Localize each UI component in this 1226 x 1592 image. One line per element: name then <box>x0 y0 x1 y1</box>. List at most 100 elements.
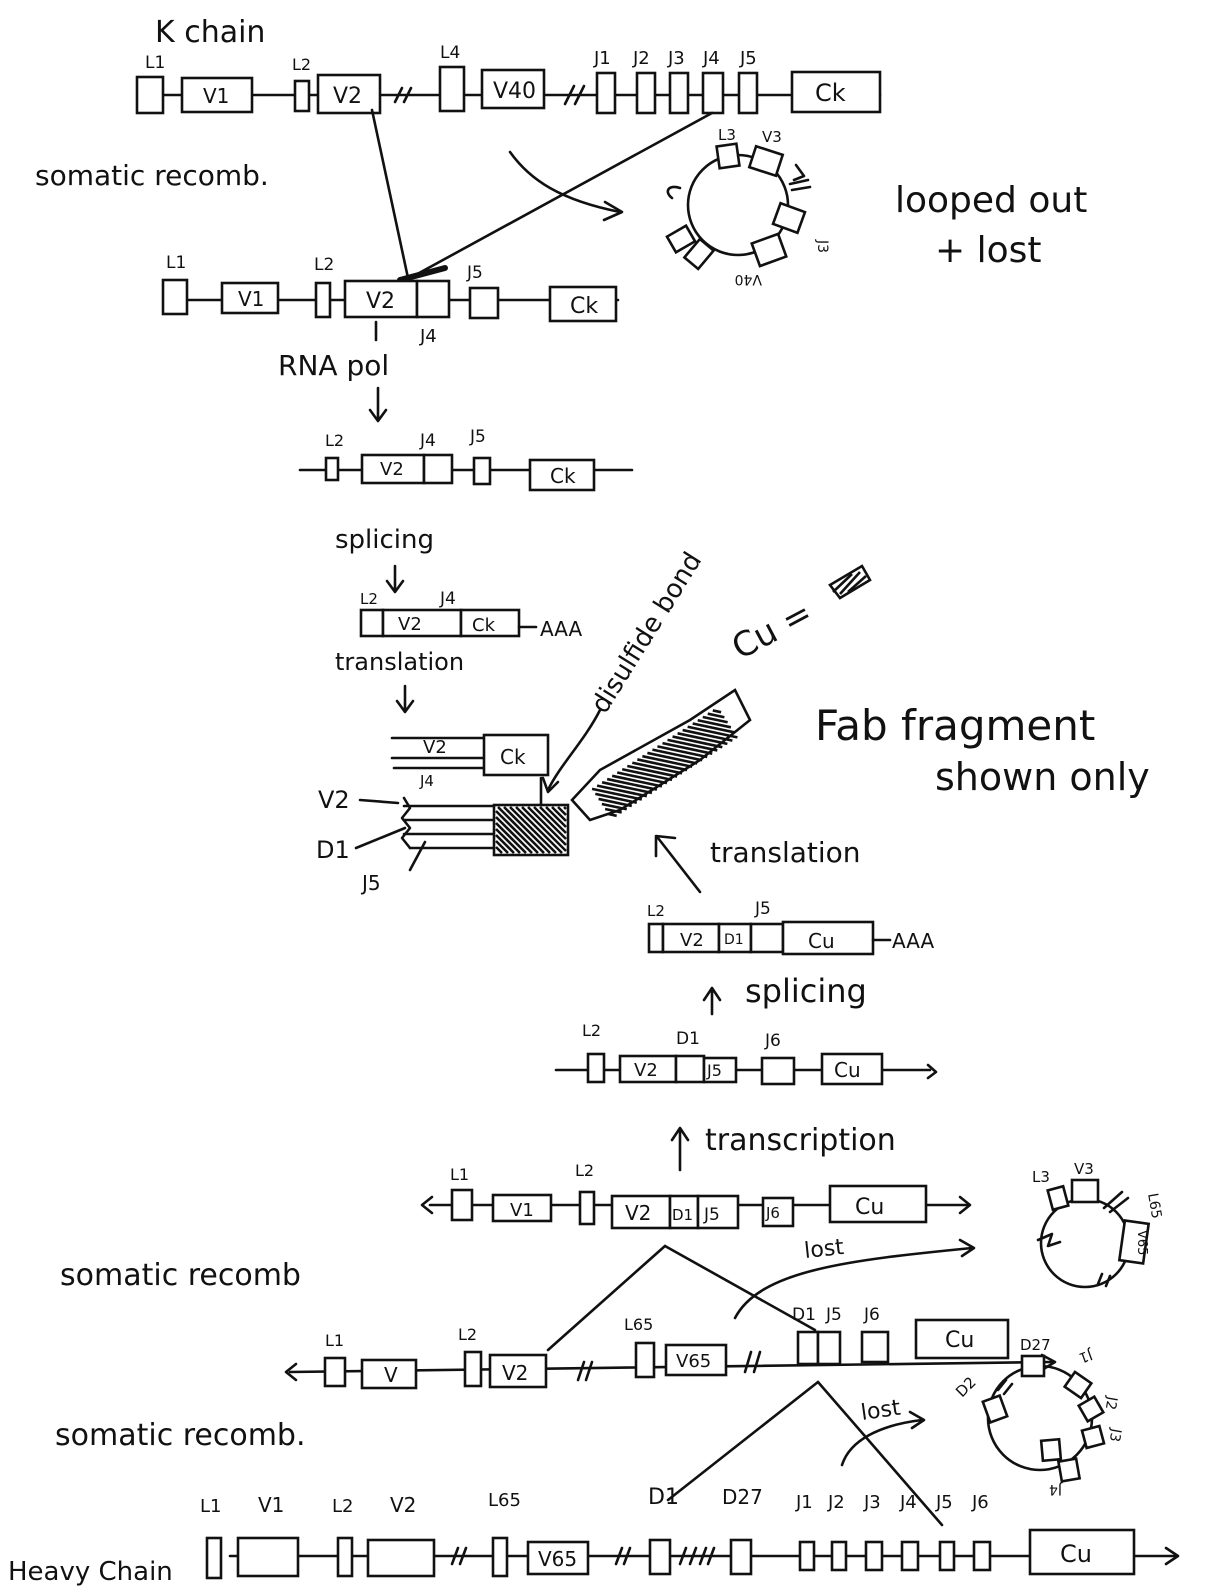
heavy-rna-label: Cu <box>834 1058 861 1082</box>
and-lost-label: + lost <box>935 230 1042 271</box>
heavy-chain-title: Heavy Chain <box>8 1557 173 1587</box>
hatch-line <box>533 806 567 840</box>
hatch-line <box>626 764 678 778</box>
heavy-germline-label: L2 <box>332 1496 353 1517</box>
translation-label-1: translation <box>335 648 464 676</box>
heavy-germline-label: J1 <box>795 1492 813 1513</box>
kappa-loop-label: J3 <box>814 239 830 253</box>
hatch-line <box>604 807 622 814</box>
kappa-loop-label: L3 <box>718 126 736 144</box>
heavy-germline-label: L65 <box>488 1490 521 1511</box>
hatch-line <box>616 771 668 785</box>
heavy-loop-1-label: V65 <box>1134 1230 1149 1255</box>
hatch-line <box>647 751 698 765</box>
translation-arrow-2 <box>654 834 702 894</box>
hatch-line <box>596 784 648 798</box>
protein-label: V2 <box>423 737 447 758</box>
heavy-vdj-label: D1 <box>672 1206 693 1224</box>
heavy-rna-label: J5 <box>706 1061 722 1080</box>
lost-arrow-2 <box>840 1410 926 1467</box>
hatch-line <box>621 767 673 782</box>
heavy-mrna-label: Cu <box>808 929 835 953</box>
kappa-mrna-label: L2 <box>360 590 378 608</box>
hatch-line <box>495 846 503 854</box>
heavy-loop-2-label: D2 <box>952 1373 980 1401</box>
translation-arrow-1 <box>395 684 415 714</box>
kappa-mrna-label: J4 <box>439 589 456 609</box>
hatch-line <box>495 822 527 854</box>
heavy-germline-label: D1 <box>648 1485 679 1510</box>
hatch-line <box>495 834 515 854</box>
rna-pol-arrow <box>368 386 388 423</box>
hatch-line <box>657 745 708 759</box>
heavy-dj-label: J5 <box>825 1305 842 1325</box>
heavy-germline-label: Cu <box>1060 1540 1092 1568</box>
lost-arrow-1 <box>733 1238 976 1320</box>
kappa-recombined-label: V2 <box>366 289 395 314</box>
somatic-recomb-label-3: somatic recomb. <box>55 1418 306 1453</box>
heavy-dj-label: L1 <box>325 1331 344 1350</box>
heavy-loop-2-label: J1 <box>1077 1346 1096 1366</box>
poly-a-tail: AAA <box>540 617 582 641</box>
hatch-line <box>539 806 567 834</box>
kappa-germline-label: J4 <box>702 48 720 69</box>
heavy-germline-row: L1 V1 L2 V2 L65 V65 D1 D27 J1 J2 J3 J4 J… <box>200 1485 1180 1580</box>
heavy-dj-label: D1 <box>792 1305 816 1325</box>
heavy-vdj-row: L1 V1 L2 V2 D1 J5 J6 Cu <box>420 1161 972 1230</box>
hatch-line <box>601 802 628 811</box>
heavy-vdj-label: Cu <box>855 1195 884 1220</box>
somatic-recomb-label-1: somatic recomb. <box>35 159 269 192</box>
transcription-label: transcription <box>705 1123 896 1158</box>
kappa-loop-label: V3 <box>762 128 782 146</box>
kappa-germline-row: L1 V1 L2 V2 L4 V40 J1 J2 J3 J4 J5 Ck <box>135 43 882 115</box>
heavy-dj-label: L2 <box>458 1325 477 1344</box>
heavy-dj-label: Cu <box>945 1328 974 1353</box>
heavy-loop-1-label: V3 <box>1074 1160 1094 1178</box>
kappa-germline-label: J3 <box>667 48 685 69</box>
kappa-rna-row: L2 V2 J4 J5 Ck <box>298 427 634 492</box>
hatch-line <box>595 792 638 804</box>
hatch-line <box>545 806 567 828</box>
translation-label-2: translation <box>710 836 861 869</box>
hatch-line <box>527 806 567 846</box>
hatch-line <box>697 718 732 729</box>
heavy-rna-label: J6 <box>764 1031 781 1051</box>
kappa-chain-title: K chain <box>155 15 265 50</box>
kappa-recombined-label: L2 <box>314 255 334 275</box>
kappa-germline-label: V1 <box>203 84 229 108</box>
hatch-line <box>495 810 539 854</box>
disulfide-bond-label: disulfide bond <box>585 547 708 719</box>
heavy-vdj-label: J5 <box>703 1205 720 1225</box>
hatch-line <box>637 758 688 772</box>
heavy-mrna-label: L2 <box>647 902 665 920</box>
hatch-line <box>551 806 567 822</box>
pointer-label: D1 <box>316 836 350 864</box>
heavy-dj-label: V2 <box>502 1361 528 1385</box>
heavy-mrna-label: D1 <box>724 932 744 948</box>
kappa-germline-label: V2 <box>333 84 362 109</box>
hatch-line <box>667 738 718 752</box>
kappa-recombined-row: L1 V1 L2 V2 J4 J5 Ck <box>161 253 620 347</box>
hatch-line <box>557 806 567 816</box>
heavy-dj-row: L1 V L2 V2 L65 V65 D1 J5 J6 Cu <box>284 1305 1057 1390</box>
hatch-line <box>632 761 683 775</box>
hatch-line <box>497 806 545 854</box>
hatch-line <box>702 715 728 724</box>
heavy-loop-1-label: L65 <box>1144 1192 1164 1220</box>
hatch-line <box>672 735 723 749</box>
kappa-germline-label: L2 <box>292 55 311 74</box>
hatch-line <box>611 774 663 788</box>
splicing-arrow-1 <box>385 564 405 594</box>
shown-only-label: shown only <box>935 755 1150 799</box>
heavy-germline-label: J5 <box>935 1492 953 1513</box>
heavy-loop-1-label: L3 <box>1032 1168 1050 1186</box>
heavy-dj-label: V65 <box>676 1351 711 1372</box>
kappa-rna-label: Ck <box>550 464 576 488</box>
fab-fragment-label: Fab fragment <box>815 701 1095 750</box>
hatch-line <box>495 816 533 854</box>
kappa-recombined-label: L1 <box>166 253 186 273</box>
hatch-line <box>652 748 703 762</box>
heavy-germline-label: V1 <box>258 1493 284 1517</box>
heavy-mrna-row: L2 V2 D1 J5 Cu AAA <box>647 899 934 956</box>
hatch-line <box>563 806 567 810</box>
